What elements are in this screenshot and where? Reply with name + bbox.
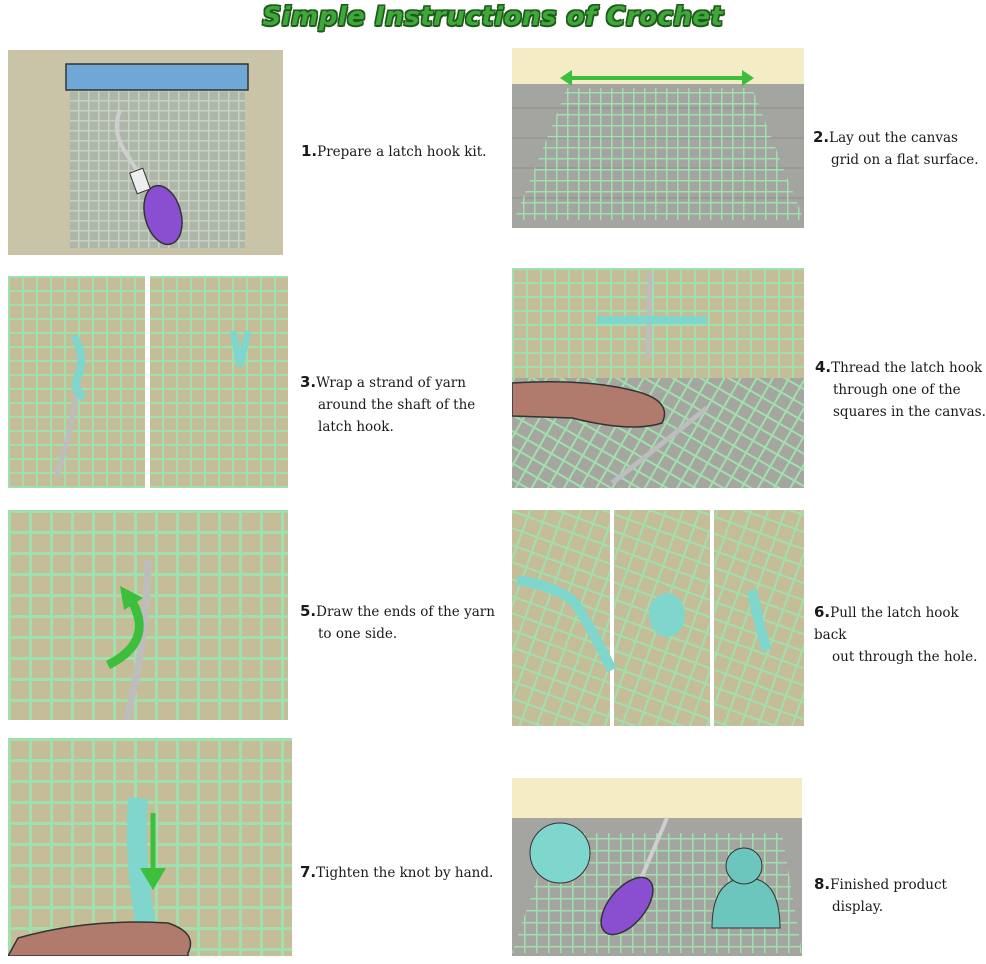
tighten-illustration bbox=[8, 738, 292, 956]
step-4-text: 4.Thread the latch hook through one of t… bbox=[815, 358, 986, 420]
panel-finished bbox=[512, 778, 802, 956]
latch-hook-kit-icon bbox=[65, 63, 249, 248]
panel-tighten bbox=[8, 738, 292, 956]
thread-hook-illustration bbox=[512, 268, 804, 488]
pull-back-illustration bbox=[512, 510, 804, 726]
yarn-ball-icon bbox=[529, 822, 591, 884]
panel-canvas-layout bbox=[512, 48, 804, 228]
panel-thread-hook bbox=[512, 268, 804, 488]
finished-illustration bbox=[512, 817, 802, 956]
step-2-text: 2.Lay out the canvas grid on a flat surf… bbox=[813, 128, 979, 168]
draw-ends-illustration bbox=[8, 510, 288, 720]
step-7-text: 7.Tighten the knot by hand. bbox=[300, 863, 494, 881]
panel-wrap-yarn bbox=[8, 276, 288, 488]
step-8-text: 8.Finished product display. bbox=[814, 875, 947, 915]
finger-icon bbox=[512, 381, 666, 428]
canvas-grid-icon bbox=[512, 70, 804, 228]
step-1-text: 1.Prepare a latch hook kit. bbox=[301, 142, 487, 160]
panel-pull-back bbox=[512, 510, 804, 726]
panel-kit bbox=[8, 50, 283, 255]
step-6-text: 6.Pull the latch hook back out through t… bbox=[814, 603, 978, 665]
yarn-wrap-illustration bbox=[8, 276, 288, 488]
step-5-text: 5.Draw the ends of the yarn to one side. bbox=[300, 602, 495, 642]
step-3-text: 3.Wrap a strand of yarn around the shaft… bbox=[300, 373, 476, 435]
page-title: Simple Instructions of Crochet bbox=[262, 2, 724, 32]
latch-hook-icon bbox=[600, 876, 654, 936]
panel-draw-ends bbox=[8, 510, 288, 720]
